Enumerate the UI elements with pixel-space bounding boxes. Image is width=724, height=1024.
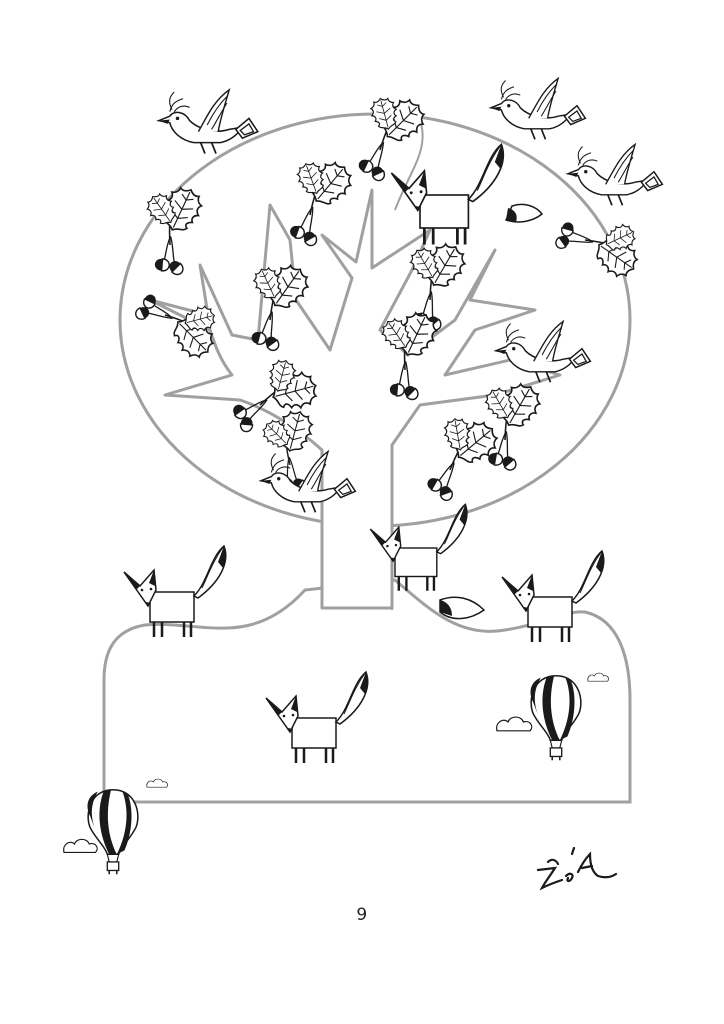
tree-trunk <box>148 188 562 610</box>
page-number: 9 <box>356 905 368 925</box>
signature <box>536 846 618 891</box>
